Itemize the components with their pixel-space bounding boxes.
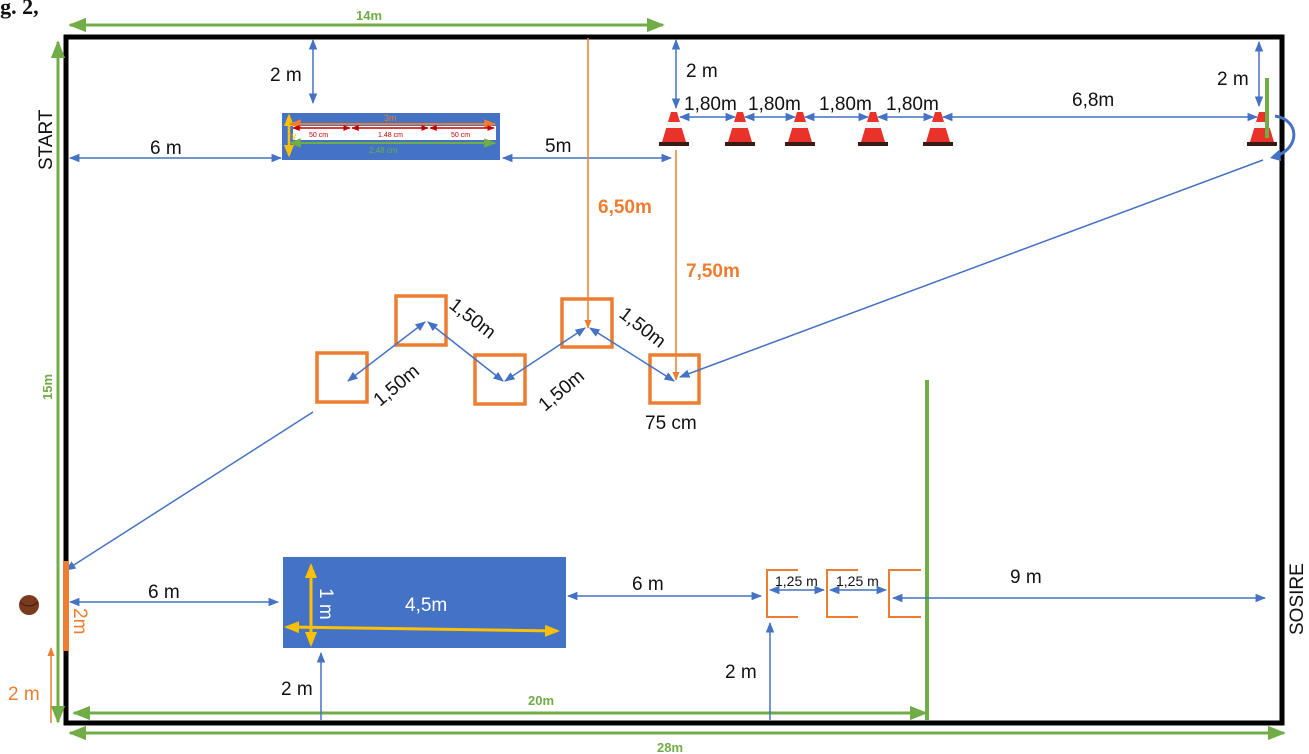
hurdle-bottom-gap-label: 2 m [725,662,757,683]
bench-top-gap-label: 2 m [270,65,302,86]
zigzag-dist-1-label: 1,50m [445,294,500,343]
cone-to-turn-label: 6,8m [1072,90,1114,111]
total-height-dimension: 15m [40,40,66,724]
cone-gap-1-label: 1,80m [684,94,737,115]
hurdle-1 [766,569,798,618]
landing-mat: 1 m 4,5m [283,557,566,648]
start-gate-label: 2m [69,608,90,634]
total-width-dimension: 28m [68,725,1286,754]
total-width-label: 28m [657,740,683,754]
top-span-dimension: 14m [68,8,665,33]
path-start-to-zigzag [65,411,314,571]
zigzag-dist-2-label: 1,50m [370,361,424,411]
mat-width-label: 1 m [315,588,336,620]
ball-icon [19,595,39,615]
bench-3m-label: 3m [384,113,397,123]
finish-gap-label: 9 m [1010,567,1042,588]
cones-top-gap-label: 2 m [686,61,718,82]
bench-248cm-label: 2.48 cm [369,146,398,155]
start-bottom-gap-label: 2 m [8,684,40,705]
start-label: START [36,109,57,170]
hurdle-2 [826,569,858,618]
zigzag-arrow-2 [427,321,504,382]
path-return-from-turn [679,159,1264,378]
bench-height-label: 40 [292,133,298,140]
bottom-span-dimension: 20m [72,693,928,721]
cone-gap-3-label: 1,80m [819,94,872,115]
bottom-span-label: 20m [528,693,554,708]
square-size-label: 75 cm [645,413,697,434]
zigzag-arrow-1 [347,321,426,382]
header-fragment: ig. 2, [0,0,39,19]
drop-750-label: 7,50m [686,261,740,282]
mat-length-label: 4,5m [405,595,447,616]
start-gate [63,561,69,651]
zigzag-arrow-3 [504,327,586,382]
total-height-label: 15m [40,374,55,400]
bench-left-gap-label: 6 m [150,138,182,159]
zigzag-square-4 [560,297,614,349]
bench-148cm-label: 1.48 cm [378,132,403,139]
bench-right-gap-label: 5m [545,136,571,157]
bench-50cm-right-label: 50 cm [451,132,470,139]
top-span-label: 14m [356,8,382,23]
turn-top-gap-label: 2 m [1217,69,1249,90]
mat-bottom-gap-label: 2 m [281,679,313,700]
zigzag-dist-3-label: 1,50m [535,366,589,416]
cone-gap-2-label: 1,80m [748,94,801,115]
mat-right-gap-label: 6 m [632,574,664,595]
drop-650-label: 6,50m [598,197,652,218]
balance-bench: 3m 50 cm 1.48 cm 50 cm 2.48 cm 40 [282,113,500,160]
zigzag-square-1 [315,351,369,404]
hurdle-3 [888,569,921,618]
cone-gap-4-label: 1,80m [886,94,939,115]
turn-around-arrow-icon [1274,114,1296,158]
zigzag-arrow-4 [589,327,675,382]
zigzag-square-5 [648,353,701,405]
hurdle-gap-2-label: 1,25 m [836,573,879,589]
hurdle-gap-1-label: 1,25 m [775,573,818,589]
zigzag-dist-4-label: 1,50m [615,303,670,352]
bench-50cm-left-label: 50 cm [309,132,328,139]
finish-label: SOSIRE [1287,563,1308,635]
mat-left-gap-label: 6 m [148,582,180,603]
field-boundary [63,34,1285,726]
